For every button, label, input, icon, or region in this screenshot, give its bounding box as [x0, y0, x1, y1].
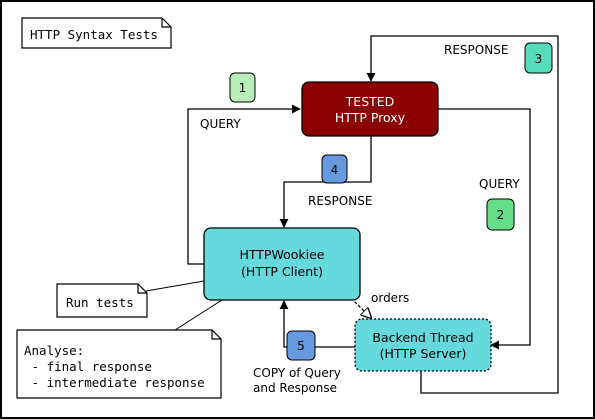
note-analyse-line2: - intermediate response [24, 375, 205, 390]
edge-backend-to-client [279, 300, 356, 348]
note-analyse-line1: - final response [24, 359, 152, 374]
title-note-text: HTTP Syntax Tests [30, 27, 158, 42]
step-badge-4: 4 [321, 154, 348, 184]
node-proxy: TESTED HTTP Proxy [301, 81, 439, 137]
note-run-tests-text: Run tests [66, 295, 134, 310]
run-tests-link [145, 280, 205, 292]
node-client-line1: HTTPWookiee [239, 247, 324, 262]
label-query-right: QUERY [479, 177, 520, 191]
node-client: HTTPWookiee (HTTP Client) [203, 227, 361, 301]
label-orders: orders [371, 291, 409, 305]
note-analyse-title: Analyse: [24, 343, 84, 358]
step-badge-5-label: 5 [297, 339, 305, 353]
node-client-box [203, 227, 361, 301]
step-badge-3-label: 3 [535, 52, 543, 66]
edge-backend-to-proxy [366, 35, 559, 394]
node-proxy-line1: TESTED [345, 94, 395, 109]
analyse-link [174, 299, 223, 331]
step-badge-1-box [229, 72, 256, 103]
edge-client-to-proxy [187, 104, 301, 265]
step-badge-1-label: 1 [239, 81, 247, 95]
connectors [187, 35, 559, 394]
step-badge-4-label: 4 [331, 163, 339, 177]
step-badge-3: 3 [524, 42, 553, 74]
step-badge-1: 1 [229, 72, 256, 103]
node-backend-box [354, 318, 492, 372]
node-proxy-line2: HTTP Proxy [335, 110, 406, 125]
label-response-top: RESPONSE [444, 43, 508, 57]
step-badge-5-box [286, 330, 316, 361]
step-badge-2: 2 [486, 198, 515, 231]
title-note: HTTP Syntax Tests [21, 17, 172, 49]
step-badge-3-box [524, 42, 553, 74]
label-response-mid: RESPONSE [308, 194, 372, 208]
note-run-tests: Run tests [56, 283, 148, 318]
edge-proxy-to-backend [438, 108, 531, 350]
label-query-left: QUERY [200, 117, 241, 131]
node-backend: Backend Thread (HTTP Server) [354, 318, 492, 372]
node-backend-line2: (HTTP Server) [380, 346, 467, 361]
label-copy-line1: COPY of Query [253, 366, 341, 380]
step-badge-5: 5 [286, 330, 316, 361]
note-analyse: Analyse: - final response - intermediate… [16, 329, 222, 399]
label-copy-line2: and Response [253, 381, 337, 395]
step-badge-2-box [486, 198, 515, 231]
node-client-line2: (HTTP Client) [241, 264, 323, 279]
node-backend-line1: Backend Thread [372, 330, 473, 345]
node-proxy-box [301, 81, 439, 137]
step-badge-4-box [321, 154, 348, 184]
step-badge-2-label: 2 [497, 208, 505, 222]
